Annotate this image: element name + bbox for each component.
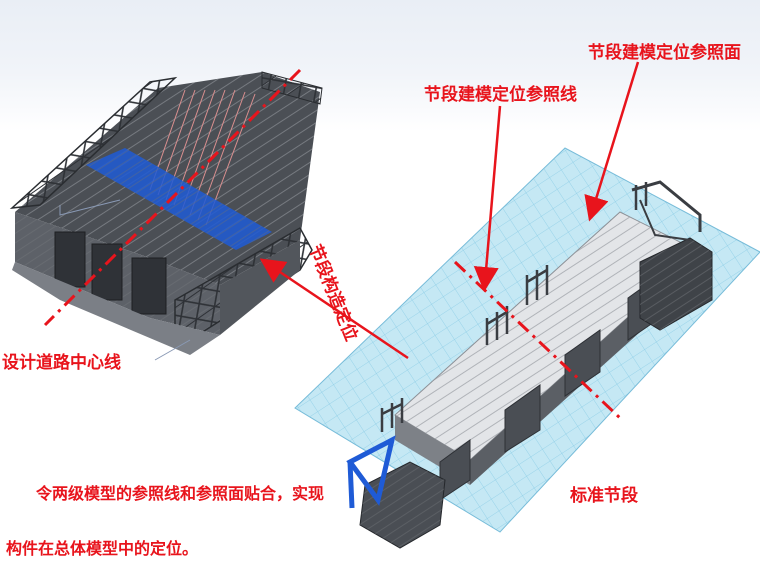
upper-truss (9, 76, 178, 209)
guide-line (154, 339, 191, 361)
label-road-centerline: 设计道路中心线 (2, 353, 121, 373)
section-cell (54, 231, 86, 288)
segment-end-rebar (640, 238, 712, 330)
guide-line (59, 199, 121, 216)
arrow-reference-line (473, 105, 502, 292)
note-line-2: 构件在总体模型中的定位。 (6, 539, 199, 558)
label-reference-line: 节段建模定位参照线 (424, 85, 577, 105)
arrow-reference-face (584, 61, 640, 222)
standard-segment-model (294, 147, 760, 549)
note-line-1: 令两级模型的参照线和参照面贴合，实现 (36, 484, 325, 503)
label-standard-segment: 标准节段 (570, 486, 638, 506)
railing-groups (380, 182, 648, 432)
bottom-slab (12, 262, 220, 355)
section-cell (91, 243, 123, 301)
label-reference-face: 节段建模定位参照面 (588, 43, 741, 63)
segment-lower-rebar (360, 462, 445, 548)
segment-rear-frame (639, 199, 691, 241)
annotation-arrows (259, 61, 640, 360)
right-truss-top (261, 71, 323, 105)
overall-bridge-model (9, 68, 323, 361)
section-cell (131, 257, 167, 315)
arrow-segment-locating (259, 258, 409, 360)
segment-deck-rebar (395, 212, 700, 460)
blue-end-frame (346, 435, 396, 509)
highlighted-segment-grid (86, 148, 272, 250)
road-centerline-marker (43, 68, 302, 327)
